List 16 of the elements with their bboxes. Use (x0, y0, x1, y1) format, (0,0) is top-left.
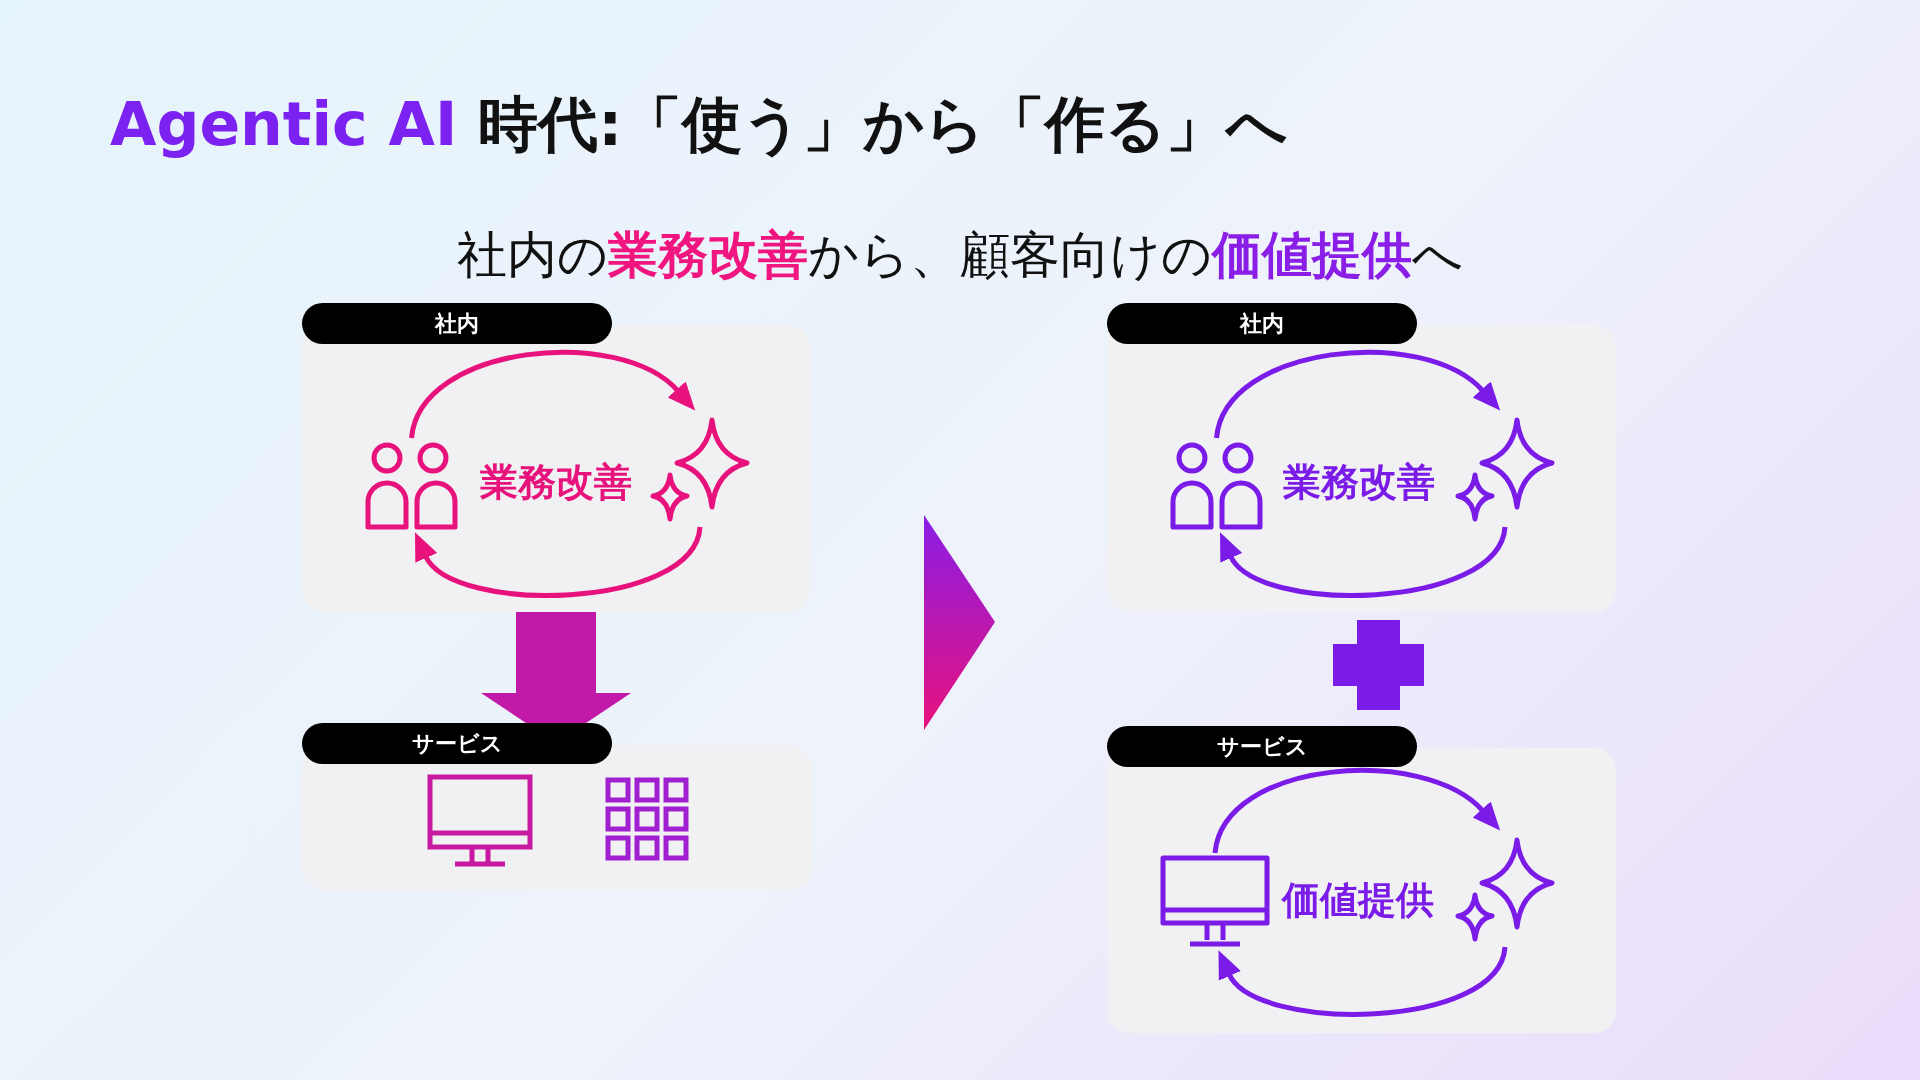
panel-caption: 業務改善 (480, 459, 632, 506)
people-icon (1170, 440, 1263, 530)
slide-title: Agentic AI 時代:「使う」から「作る」へ (110, 88, 1288, 161)
plus-sign (1333, 620, 1424, 710)
tab-label: サービス (1107, 726, 1417, 767)
cycle-arrow (1212, 768, 1503, 854)
subtitle: 社内の業務改善から、顧客向けの価値提供へ (457, 225, 1463, 286)
panel-caption: 価値提供 (1282, 877, 1434, 924)
cycle-arrow (1214, 349, 1503, 439)
people-icon (365, 440, 458, 530)
monitor-icon (1160, 855, 1270, 948)
tab-label: 社内 (302, 303, 612, 344)
panel-caption: 業務改善 (1283, 459, 1435, 506)
cycle-arrow (409, 349, 698, 439)
tab-label: 社内 (1107, 303, 1417, 344)
tab-label: サービス (302, 723, 612, 764)
